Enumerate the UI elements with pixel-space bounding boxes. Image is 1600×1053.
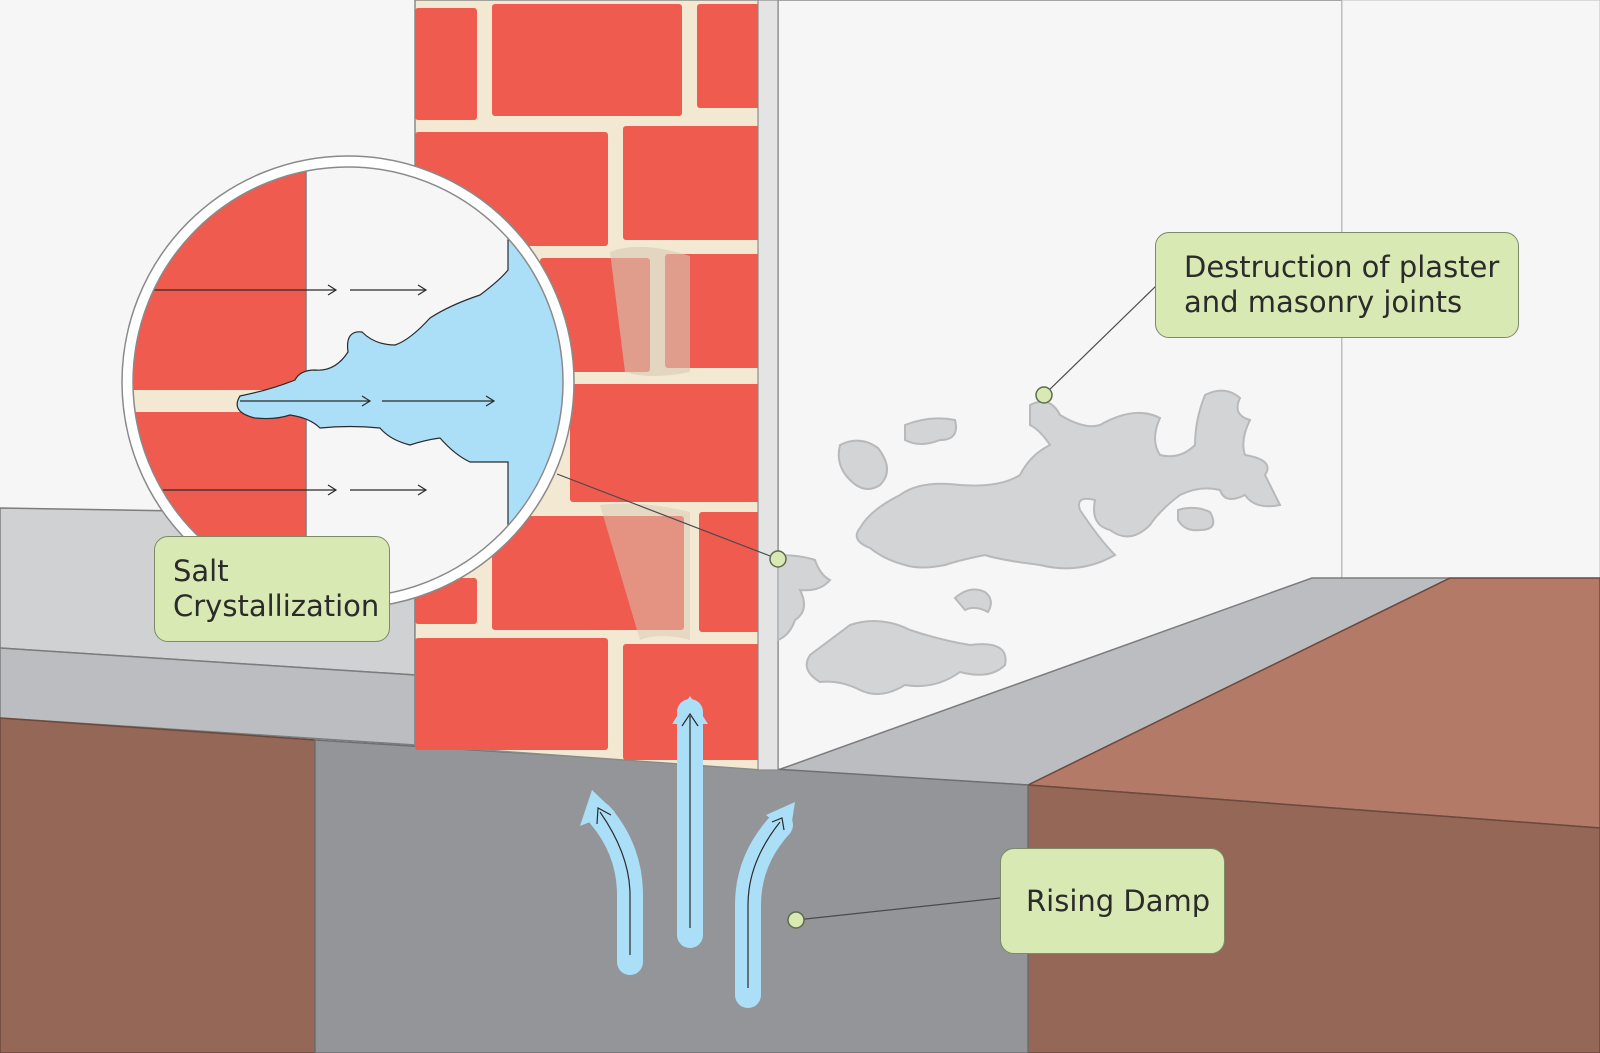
arrow-up-icon — [580, 790, 643, 975]
callout-rising-text: Rising Damp — [1026, 883, 1211, 918]
pointer-dot-salt — [769, 550, 787, 568]
callout-destruction: Destruction of plaster and masonry joint… — [1155, 232, 1519, 338]
callout-destruction-text: Destruction of plaster and masonry joint… — [1184, 250, 1500, 319]
moisture-front — [236, 239, 563, 541]
leader-lines — [556, 284, 1158, 921]
pointer-dot-rising — [787, 911, 805, 929]
arrow-up-icon — [672, 696, 708, 948]
arrow-up-icon — [735, 802, 795, 1008]
pointer-dot-destruction — [1035, 386, 1053, 404]
callout-salt-crystallization: Salt Crystallization — [154, 536, 390, 642]
damp-patches — [777, 389, 1282, 695]
callout-salt-text: Salt Crystallization — [173, 554, 380, 623]
magnifier-circle — [121, 155, 575, 609]
foundation — [314, 739, 1029, 1053]
left-ground — [0, 717, 316, 1053]
rising-damp-arrows — [580, 696, 795, 1008]
callout-rising-damp: Rising Damp — [1000, 848, 1225, 954]
